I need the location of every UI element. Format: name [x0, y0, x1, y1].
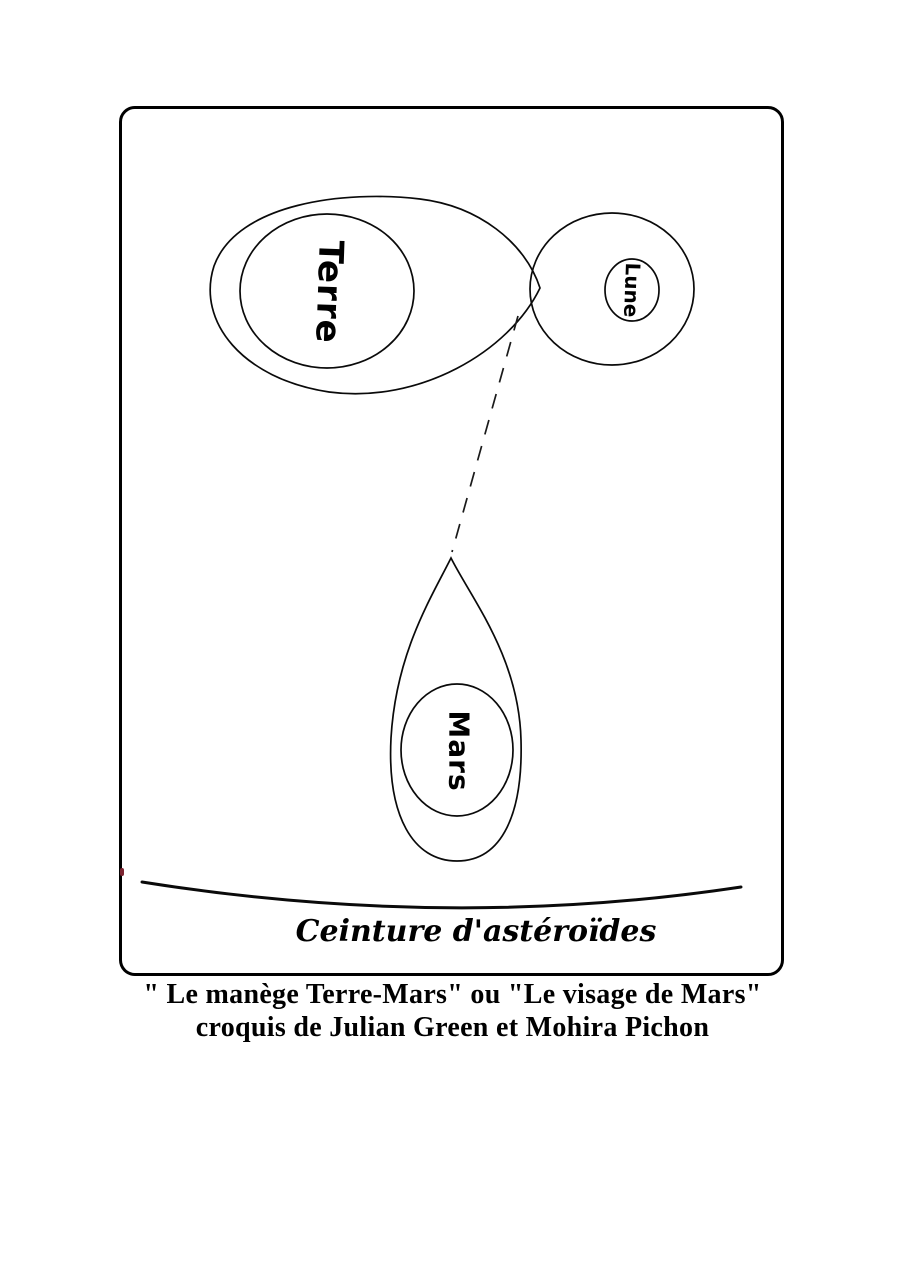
mars-circle	[400, 683, 514, 817]
trajectory-dashed-line	[451, 315, 519, 553]
caption: " Le manège Terre-Mars" ou "Le visage de…	[0, 978, 905, 1044]
sketch-frame	[119, 106, 784, 976]
caption-line-1: " Le manège Terre-Mars" ou "Le visage de…	[143, 979, 762, 1010]
stray-red-mark	[120, 868, 124, 876]
caption-line-2: croquis de Julian Green et Mohira Pichon	[195, 1012, 710, 1043]
asteroid-belt-arc	[140, 880, 743, 910]
earth-orbit-loop	[209, 195, 541, 395]
moon-orbit-circle	[529, 212, 695, 366]
moon-circle	[604, 258, 660, 322]
mars-label: Mars	[443, 710, 476, 791]
earth-label: Terre	[307, 240, 351, 345]
asteroid-belt-label: Ceinture d'astéroïdes	[296, 914, 657, 949]
moon-label: Lune	[619, 262, 645, 318]
mars-orbit-teardrop	[389, 556, 522, 862]
earth-circle	[239, 213, 415, 369]
